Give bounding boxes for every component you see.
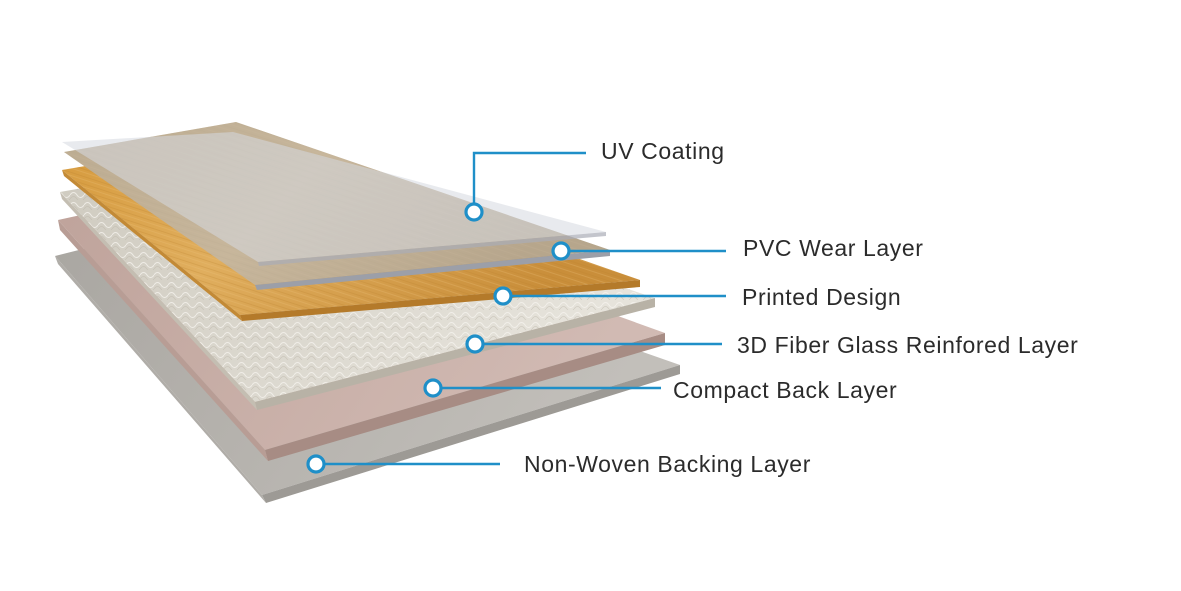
label-pvc-wear: PVC Wear Layer <box>743 235 924 261</box>
marker-non-woven-backing <box>306 454 326 474</box>
layer-uv-coating <box>62 132 606 266</box>
label-non-woven-backing: Non-Woven Backing Layer <box>524 451 811 477</box>
leader-uv-coating <box>472 151 586 212</box>
marker-compact-back <box>423 378 443 398</box>
callout-leaders <box>316 151 726 466</box>
callout-labels: UV Coating PVC Wear Layer Printed Design… <box>524 138 1078 477</box>
label-fiber-glass: 3D Fiber Glass Reinfored Layer <box>737 332 1078 358</box>
marker-printed-design <box>493 286 513 306</box>
label-compact-back: Compact Back Layer <box>673 377 897 403</box>
callout-markers <box>306 202 571 474</box>
marker-fiber-glass <box>465 334 485 354</box>
label-uv-coating: UV Coating <box>601 138 725 164</box>
marker-uv-coating <box>464 202 484 222</box>
label-printed-design: Printed Design <box>742 284 901 310</box>
marker-pvc-wear <box>551 241 571 261</box>
